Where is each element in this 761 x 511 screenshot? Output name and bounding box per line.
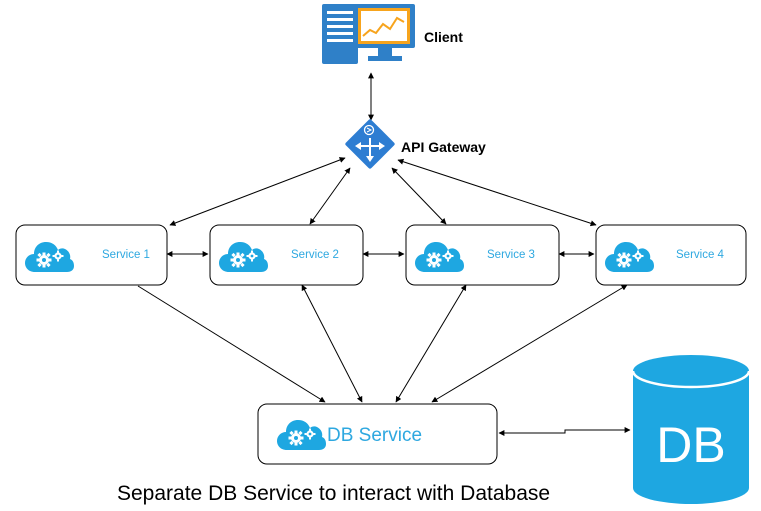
service-1-label: Service 1	[102, 249, 150, 261]
service-3-label: Service 3	[487, 249, 535, 261]
db-service-label: DB Service	[327, 425, 422, 446]
client-label: Client	[424, 29, 463, 45]
service-node-4: Service 4	[595, 224, 747, 286]
connector-service4-dbservice	[431, 284, 628, 403]
api-gateway-label: API Gateway	[401, 139, 486, 155]
db-service-node: DB Service	[257, 403, 498, 465]
connector-service1-dbservice	[137, 285, 326, 403]
client-server-monitor-icon	[322, 4, 415, 64]
client-node: Client	[322, 4, 463, 64]
service-2-label: Service 2	[291, 249, 339, 261]
connectors	[137, 72, 631, 436]
api-gateway-node: API Gateway	[345, 119, 486, 169]
service-node-3: Service 3	[405, 224, 560, 286]
connector-dbservice-database	[498, 427, 631, 436]
database-cylinder-icon	[631, 355, 751, 504]
service-node-1: Service 1	[15, 224, 168, 286]
connector-service2-dbservice	[301, 284, 363, 403]
service-node-2: Service 2	[209, 224, 364, 286]
connector-gateway-service2	[309, 167, 351, 225]
database-label: DB	[656, 417, 725, 473]
database-node: DB	[631, 355, 751, 504]
connector-gateway-service3	[391, 167, 447, 225]
service-4-label: Service 4	[676, 249, 725, 261]
api-gateway-icon	[345, 119, 395, 169]
connector-gateway-service1	[169, 157, 346, 226]
diagram-caption: Separate DB Service to interact with Dat…	[117, 482, 550, 505]
connector-service3-dbservice	[395, 284, 467, 403]
connector-gateway-service4	[397, 158, 597, 227]
